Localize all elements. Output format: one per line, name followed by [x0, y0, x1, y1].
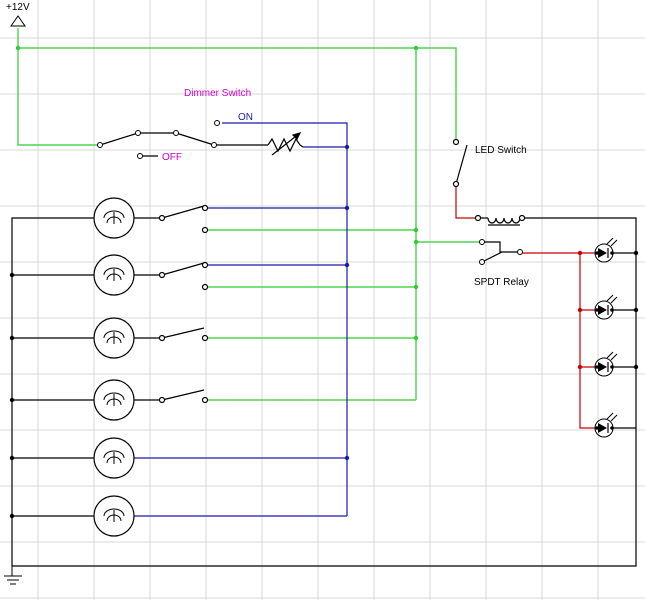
dimmer-toggle-switch[interactable] [97, 120, 220, 159]
lamp-4 [93, 379, 135, 421]
supply-label: +12V [6, 2, 30, 13]
blue-junctions [344, 144, 350, 461]
dimmer-potentiometer[interactable] [267, 132, 304, 156]
lamp-6 [93, 495, 135, 537]
led-4 [594, 412, 618, 438]
red-junctions [577, 250, 583, 370]
relay-coil [474, 214, 526, 226]
lamp-switch-2[interactable] [158, 261, 209, 291]
supply-symbol [10, 15, 26, 27]
lamp-switch-1[interactable] [158, 204, 209, 234]
green-junctions [15, 45, 419, 341]
green-wires [17, 28, 480, 401]
dimmer-switch-label: Dimmer Switch [184, 88, 251, 99]
led-switch-label: LED Switch [475, 145, 527, 156]
led-3 [594, 351, 618, 377]
black-wires [11, 132, 637, 567]
led-2 [594, 294, 618, 320]
led-toggle-switch[interactable] [452, 138, 468, 188]
lamp-2 [93, 254, 135, 296]
relay-label: SPDT Relay [474, 277, 529, 288]
off-label: OFF [162, 152, 182, 163]
black-junctions [9, 250, 639, 519]
led-1 [594, 237, 618, 263]
on-label: ON [238, 112, 253, 123]
blue-wires [134, 122, 348, 517]
lamp-column [93, 197, 135, 537]
lamp-switch-3[interactable] [158, 327, 209, 342]
ground-symbol [4, 566, 22, 585]
lamp-3 [93, 317, 135, 359]
led-column [594, 237, 618, 438]
relay-contacts [479, 239, 523, 265]
red-wires [455, 186, 597, 429]
lamp-1 [93, 197, 135, 239]
lamp-switch-4[interactable] [158, 389, 209, 404]
lamp-5 [93, 437, 135, 479]
